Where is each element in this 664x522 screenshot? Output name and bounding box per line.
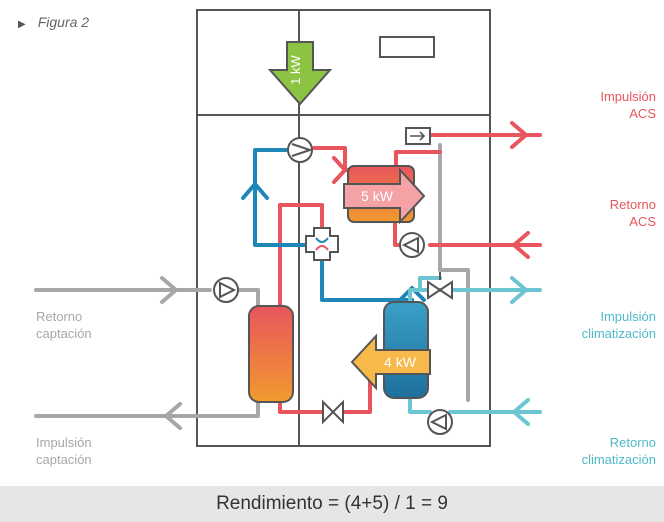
compressor-arrow: 1 kW	[267, 41, 333, 106]
cabinet	[196, 9, 491, 447]
caption-text: Figura 2	[37, 14, 90, 30]
heat-acs-label: 5 kW	[361, 188, 394, 204]
ground-arrows	[160, 276, 182, 430]
compressor-pump-icon	[287, 137, 314, 163]
heat-clima-label: 4 kW	[384, 354, 417, 370]
heat-acs-arrow: 5 kW	[343, 167, 426, 225]
pump-captacion-icon	[213, 277, 239, 303]
heat-pump-diagram: 1 kW 5 kW 4 kW	[34, 9, 542, 447]
pump-clima-icon	[427, 409, 453, 435]
figure-caption: ▶ Figura 2	[18, 14, 89, 30]
display-panel	[379, 36, 435, 58]
compressor-power-label: 1 kW	[288, 54, 303, 84]
caption-triangle-icon: ▶	[18, 19, 26, 30]
heat-clima-arrow: 4 kW	[350, 333, 431, 391]
reversing-valve-icon	[305, 227, 339, 261]
flow-switch-icon	[405, 127, 431, 145]
evaporator-tank	[248, 305, 294, 403]
pump-acs-icon	[399, 232, 425, 258]
three-way-valve-icon	[427, 272, 453, 300]
expansion-valve-icon	[322, 399, 344, 425]
efficiency-formula: Rendimiento = (4+5) / 1 = 9	[0, 486, 664, 522]
clima-arrows	[510, 276, 530, 426]
